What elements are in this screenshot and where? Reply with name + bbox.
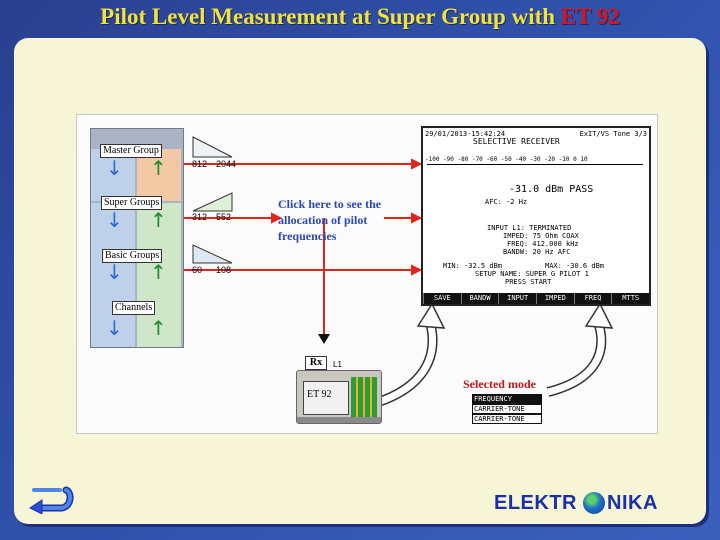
channels-label: Channels [112, 301, 156, 315]
down-arrow-icon: ↓ [106, 260, 123, 284]
cell [91, 255, 135, 307]
screen-max: MAX: -30.6 dBm [545, 262, 605, 270]
basic-freq-high: 108 [216, 265, 232, 275]
super-groups-label: Super Groups [101, 196, 163, 210]
up-arrow-icon: ↑ [150, 208, 167, 232]
et92-device[interactable]: ET 92 [296, 370, 382, 424]
mode-option[interactable]: FREQUENCY [472, 394, 542, 404]
group-hierarchy [90, 128, 184, 348]
screen-min: MIN: -32.5 dBm [443, 262, 503, 270]
spectrum-triangle-icon [192, 192, 233, 212]
spectrum-triangle-icon [192, 244, 233, 264]
device-keypad [351, 377, 377, 417]
screen-setup: SETUP NAME: SUPER G PILOT 1 [475, 270, 589, 278]
master-freq-high: 2044 [216, 159, 237, 169]
mode-option[interactable]: CARRIER-TONE [472, 414, 542, 424]
up-arrow-icon: ↑ [150, 156, 167, 180]
basic-freq-low: 60 [192, 265, 203, 275]
screen-mode-title: SELECTIVE RECEIVER [473, 137, 560, 146]
globe-icon [583, 492, 605, 514]
spectrum-triangle-icon [192, 136, 233, 158]
down-arrow-icon: ↓ [106, 208, 123, 232]
screen-input: INPUT L1: TERMINATED [487, 224, 572, 232]
rx-label: Rx [305, 356, 327, 370]
scale-line [427, 164, 643, 165]
super-freq-low: 312 [192, 212, 208, 222]
super-freq-high: 552 [216, 212, 232, 222]
mode-option[interactable]: CARRIER-TONE [472, 404, 542, 414]
cell [137, 203, 181, 255]
down-arrow-icon: ↓ [106, 156, 123, 180]
cell [137, 255, 181, 307]
softkey-save[interactable]: SAVE [423, 293, 461, 304]
device-base [297, 417, 381, 423]
device-name: ET 92 [307, 389, 332, 400]
device-screen [303, 381, 349, 415]
cell [91, 203, 135, 255]
pilot-frequencies-link[interactable]: Click here to see the allocation of pilo… [278, 197, 382, 243]
softkey-mtts[interactable]: MTTS [611, 293, 649, 304]
screen-level: -31.0 dBm PASS [509, 184, 594, 195]
screen-date: 29/01/2013-15:42:24 [425, 130, 506, 138]
slide-title-text: Pilot Level Measurement at Super Group w… [100, 4, 556, 29]
softkey-input[interactable]: INPUT [498, 293, 536, 304]
slide-title: Pilot Level Measurement at Super Group w… [0, 4, 720, 30]
elektronika-logo: ELEKTR NIKA [494, 490, 658, 516]
softkey-freq[interactable]: FREQ [573, 293, 612, 304]
selected-mode-title: Selected mode [463, 377, 536, 391]
receiver-screen: 29/01/2013-15:42:24 ExIT/VS Tone 3/3 SEL… [421, 126, 651, 306]
master-group-label: Master Group [100, 144, 162, 158]
master-freq-low: 812 [192, 159, 208, 169]
softkey-imped[interactable]: IMPED [536, 293, 574, 304]
screen-press: PRESS START [505, 278, 552, 286]
screen-softkey-bar: SAVE BANDW INPUT IMPED FREQ MTTS [423, 293, 649, 304]
down-arrow-icon: ↓ [106, 316, 123, 340]
back-arrow-icon[interactable] [26, 484, 74, 514]
screen-afc: AFC: -2 Hz [485, 198, 528, 206]
rx-port: L1 [333, 360, 342, 369]
up-arrow-icon: ↑ [150, 260, 167, 284]
logo-text-left: ELEKTR [494, 491, 577, 514]
screen-scale: -100 -90 -80 -70 -60 -50 -40 -30 -20 -10… [425, 156, 588, 163]
screen-imped: IMPED: 75 Ohm COAX [503, 232, 579, 240]
up-arrow-icon: ↑ [150, 316, 167, 340]
logo-text-right: NIKA [607, 491, 658, 514]
screen-header-right: ExIT/VS Tone 3/3 [579, 130, 647, 138]
screen-freq: FREQ: 412.000 kHz [507, 240, 579, 248]
screen-bandw: BANDW: 20 Hz AFC [503, 248, 571, 256]
slide-title-accent: ET 92 [560, 4, 620, 29]
softkey-bandw[interactable]: BANDW [460, 293, 499, 304]
selected-mode-list: FREQUENCY CARRIER-TONE CARRIER-TONE [472, 394, 542, 424]
basic-groups-label: Basic Groups [102, 249, 163, 263]
